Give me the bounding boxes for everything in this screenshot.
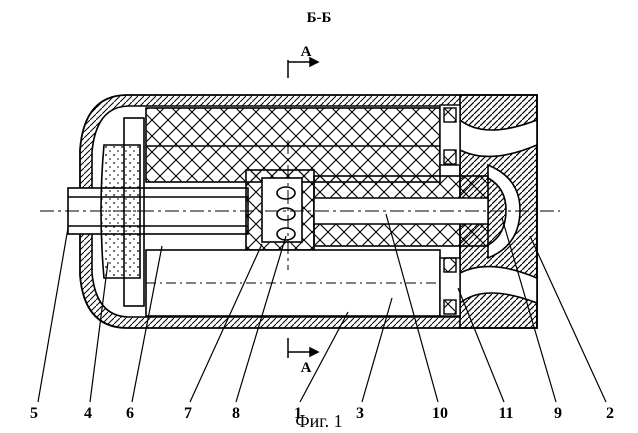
section-mark-top (288, 58, 318, 78)
callout-7: 7 (184, 405, 192, 422)
callout-5: 5 (30, 405, 38, 422)
section-mark-bottom-label: А (301, 360, 312, 376)
section-mark-top-label: А (301, 44, 312, 60)
callout-2: 2 (606, 405, 614, 422)
callout-11: 11 (498, 405, 513, 422)
section-title: Б-Б (307, 10, 332, 26)
callout-9: 9 (554, 405, 562, 422)
callout-8: 8 (232, 405, 240, 422)
section-mark-bottom (288, 338, 318, 358)
callout-6: 6 (126, 405, 134, 422)
figure-caption: Фиг. 1 (295, 411, 342, 431)
callout-4: 4 (84, 405, 92, 422)
callout-10: 10 (432, 405, 448, 422)
callout-3: 3 (356, 405, 364, 422)
coupling (246, 170, 314, 250)
